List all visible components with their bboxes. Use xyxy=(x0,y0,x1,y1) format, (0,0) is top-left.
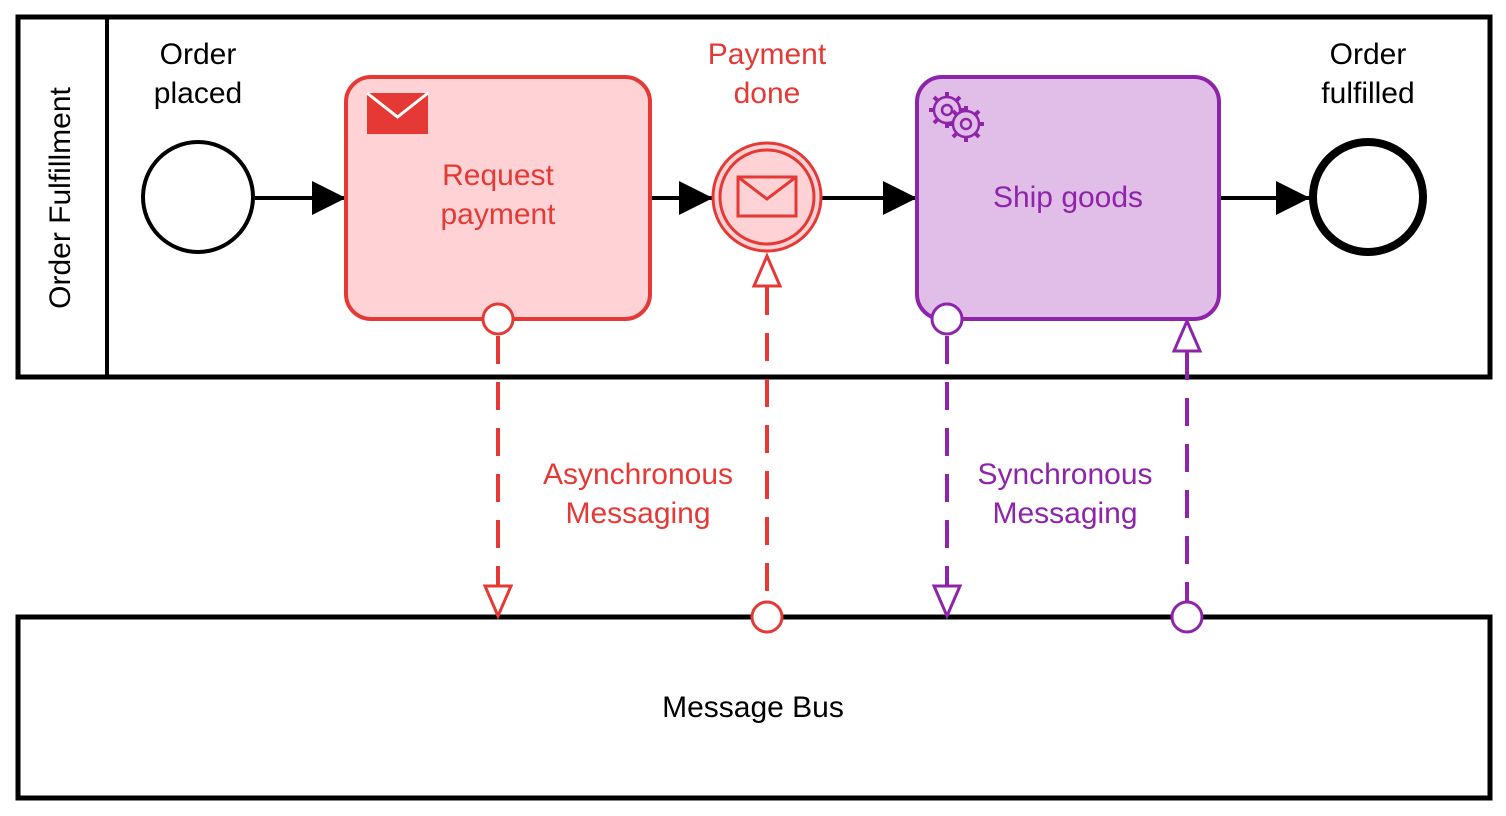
sync-messaging-label: Synchronous Messaging xyxy=(977,458,1153,530)
task-ship-goods[interactable] xyxy=(915,75,1221,321)
message-bus-label: Message Bus xyxy=(662,691,844,724)
envelope-icon xyxy=(366,91,429,134)
message-flow-arrowhead xyxy=(931,584,963,620)
message-flow-arrowhead xyxy=(751,252,783,288)
message-bus-box[interactable] xyxy=(15,614,1493,801)
gears-icon xyxy=(929,92,984,142)
payment-done-label: Payment done xyxy=(707,38,827,110)
task-request-payment-label: Request payment xyxy=(440,159,556,231)
start-event-label: Order placed xyxy=(153,38,243,110)
end-event-order-fulfilled[interactable] xyxy=(1309,138,1427,256)
start-event-order-placed[interactable] xyxy=(141,140,255,254)
message-flow-source-dot xyxy=(930,302,964,336)
task-ship-goods-label: Ship goods xyxy=(992,181,1144,214)
async-messaging-label: Asynchronous Messaging xyxy=(542,458,734,530)
message-flow-source-dot xyxy=(481,302,515,336)
message-flow-source-dot xyxy=(750,600,784,634)
end-event-label: Order fulfilled xyxy=(1321,38,1415,110)
pool-label: Order Fulfillment xyxy=(44,86,77,308)
message-flow-source-dot xyxy=(1170,600,1204,634)
envelope-outline-icon xyxy=(736,175,798,218)
message-flow-arrowhead xyxy=(482,584,514,620)
intermediate-event-payment-done[interactable] xyxy=(711,141,823,253)
message-flow-arrowhead xyxy=(1171,317,1203,353)
